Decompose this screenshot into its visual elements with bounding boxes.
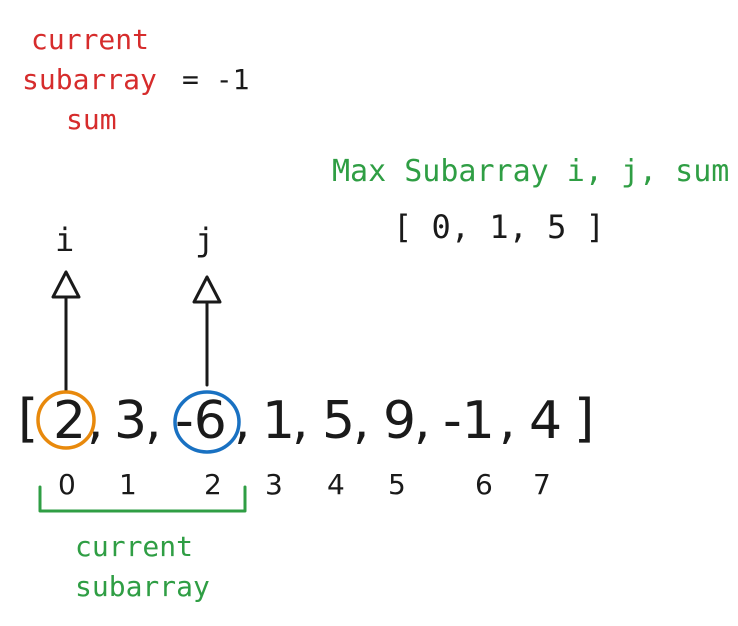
max-subarray-value: [ 0, 1, 5 ]	[393, 208, 605, 246]
index-label-1: 1	[119, 468, 137, 501]
array-element-1: 3	[114, 391, 148, 451]
index-label-0: 0	[58, 468, 76, 501]
index-label-2: 2	[204, 468, 222, 501]
bracket-label-line1: current	[75, 530, 194, 563]
i-arrowhead	[51, 270, 81, 299]
current-sum-value: = -1	[182, 63, 250, 96]
array-element-5: 9	[383, 391, 417, 451]
current-sum-label-line2: subarray	[22, 63, 157, 96]
max-subarray-title: Max Subarray i, j, sum	[332, 154, 730, 189]
index-label-7: 7	[533, 468, 551, 501]
current-sum-label-line3: sum	[66, 103, 117, 136]
array-element-3: 1	[262, 391, 296, 451]
j-pointer-label: j	[195, 221, 215, 259]
array-element-2: -6	[175, 391, 227, 451]
array-element-4: 5	[322, 391, 356, 451]
j-highlight-circle	[173, 390, 241, 454]
array-element-6: -1	[443, 391, 495, 451]
i-highlight-circle	[36, 390, 96, 450]
bracket-label-line2: subarray	[75, 570, 210, 603]
index-label-4: 4	[327, 468, 345, 501]
array-comma-4: ,	[353, 391, 370, 451]
index-label-6: 6	[475, 468, 493, 501]
i-pointer-label: i	[55, 221, 75, 259]
index-label-3: 3	[265, 468, 283, 501]
current-subarray-bracket	[38, 485, 247, 513]
array-comma-3: ,	[292, 391, 309, 451]
array-comma-5: ,	[414, 391, 431, 451]
index-label-5: 5	[388, 468, 406, 501]
array-comma-6: ,	[499, 391, 516, 451]
j-arrowhead	[192, 275, 222, 304]
array-element-0: 2	[53, 391, 87, 451]
array-element-7: 4	[529, 391, 563, 451]
array-comma-0: ,	[87, 391, 104, 451]
array-open-bracket: [	[18, 389, 39, 449]
array-comma-2: ,	[234, 391, 251, 451]
array-close-bracket: ]	[574, 389, 595, 449]
array-comma-1: ,	[145, 391, 162, 451]
current-sum-label-line1: current	[31, 23, 150, 56]
